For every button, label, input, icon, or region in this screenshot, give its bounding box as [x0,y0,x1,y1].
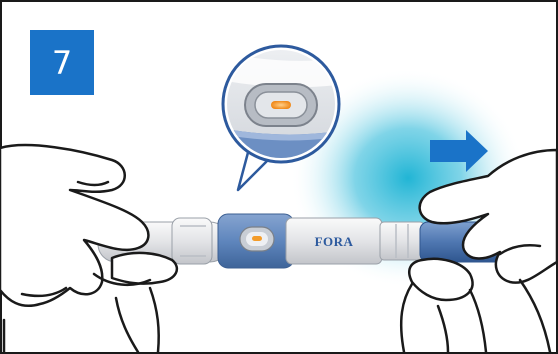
zoom-window-indicator [271,101,291,109]
step-number: 7 [52,44,72,82]
brand-label: FORA [315,234,354,249]
window-indicator [252,236,262,241]
